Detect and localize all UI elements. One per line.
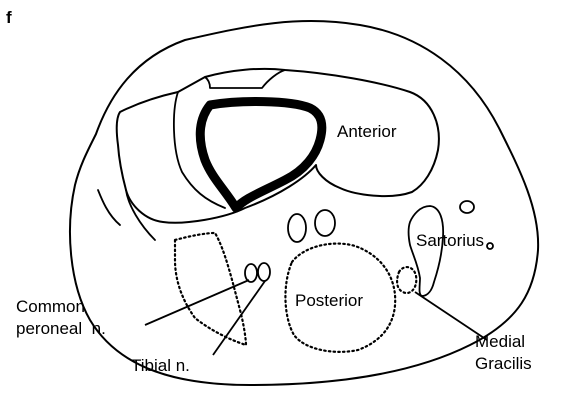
panel-letter: f: [6, 8, 12, 27]
muscle-septum-1: [205, 70, 285, 88]
medial-label: Medial: [475, 332, 525, 351]
common-peroneal-label-line1: Common: [16, 297, 85, 316]
vessel-tiny: [487, 243, 493, 249]
common-peroneal-leader: [145, 280, 249, 325]
sartorius-muscle: [409, 206, 444, 296]
sartorius-label: Sartorius: [416, 231, 484, 250]
skin-outline: [70, 21, 538, 385]
gracilis-dotted: [397, 267, 416, 293]
vessel-left: [288, 214, 306, 242]
vessel-small: [460, 201, 474, 213]
lateral-dotted-region: [175, 233, 246, 345]
muscle-septum-3: [126, 190, 155, 240]
common-peroneal-nerve: [245, 264, 257, 282]
tibial-label: Tibial n.: [131, 356, 190, 375]
vessel-right: [315, 210, 335, 236]
anterior-label: Anterior: [337, 122, 397, 141]
anterior-compartment: [117, 69, 439, 223]
posterior-label: Posterior: [295, 291, 363, 310]
muscle-septum-4: [98, 190, 120, 225]
tibia-bone: [200, 102, 322, 208]
gracilis-label: Gracilis: [475, 354, 532, 373]
tibial-nerve: [258, 263, 270, 281]
common-peroneal-label-line2: peroneal n.: [16, 319, 106, 338]
